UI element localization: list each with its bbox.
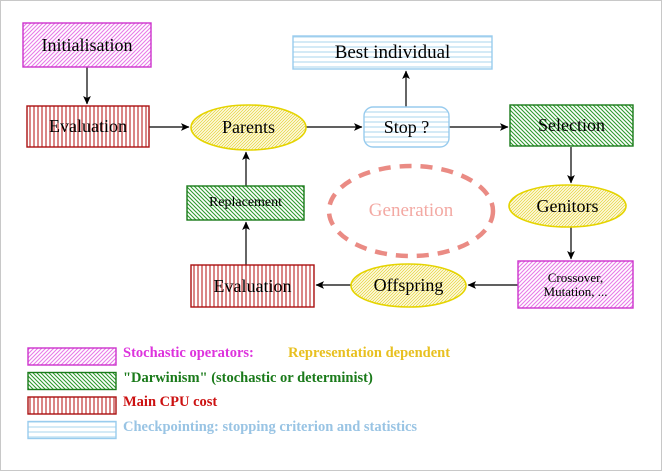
node-shape-best-individual[interactable] xyxy=(292,35,493,70)
legend-swatch-darwinism xyxy=(27,371,117,391)
legend-label-darwinism-0: "Darwinism" (stochastic or determinist) xyxy=(123,369,373,386)
legend-swatch-checkpointing xyxy=(27,420,117,440)
legend-swatch-main-cpu-cost xyxy=(27,396,117,415)
legend-swatch-stochastic-operators xyxy=(27,347,117,366)
node-shape-offspring[interactable] xyxy=(350,263,467,308)
nodes-group xyxy=(22,22,634,309)
legend-label-main-cpu-cost-0: Main CPU cost xyxy=(123,394,218,410)
node-shape-selection[interactable] xyxy=(509,104,634,147)
legend-label-stochastic-operators-1: Representation dependent xyxy=(288,345,451,361)
node-shape-initialisation[interactable] xyxy=(22,22,152,68)
legend-label-stochastic-operators-0: Stochastic operators: xyxy=(123,345,254,361)
node-shape-generation[interactable] xyxy=(326,163,496,259)
legend-label-checkpointing-0: Checkpointing: stopping criterion and st… xyxy=(123,418,418,435)
node-shape-replacement[interactable] xyxy=(186,185,305,221)
node-shape-parents[interactable] xyxy=(190,104,307,151)
node-shape-stop[interactable] xyxy=(363,106,450,148)
node-shape-evaluation-top[interactable] xyxy=(26,105,150,148)
edges-group xyxy=(83,67,575,289)
node-shape-evaluation-bottom[interactable] xyxy=(190,264,315,308)
node-shape-genitors[interactable] xyxy=(508,184,627,228)
legend-swatches-group xyxy=(27,347,117,440)
node-shape-crossover[interactable] xyxy=(517,260,634,309)
